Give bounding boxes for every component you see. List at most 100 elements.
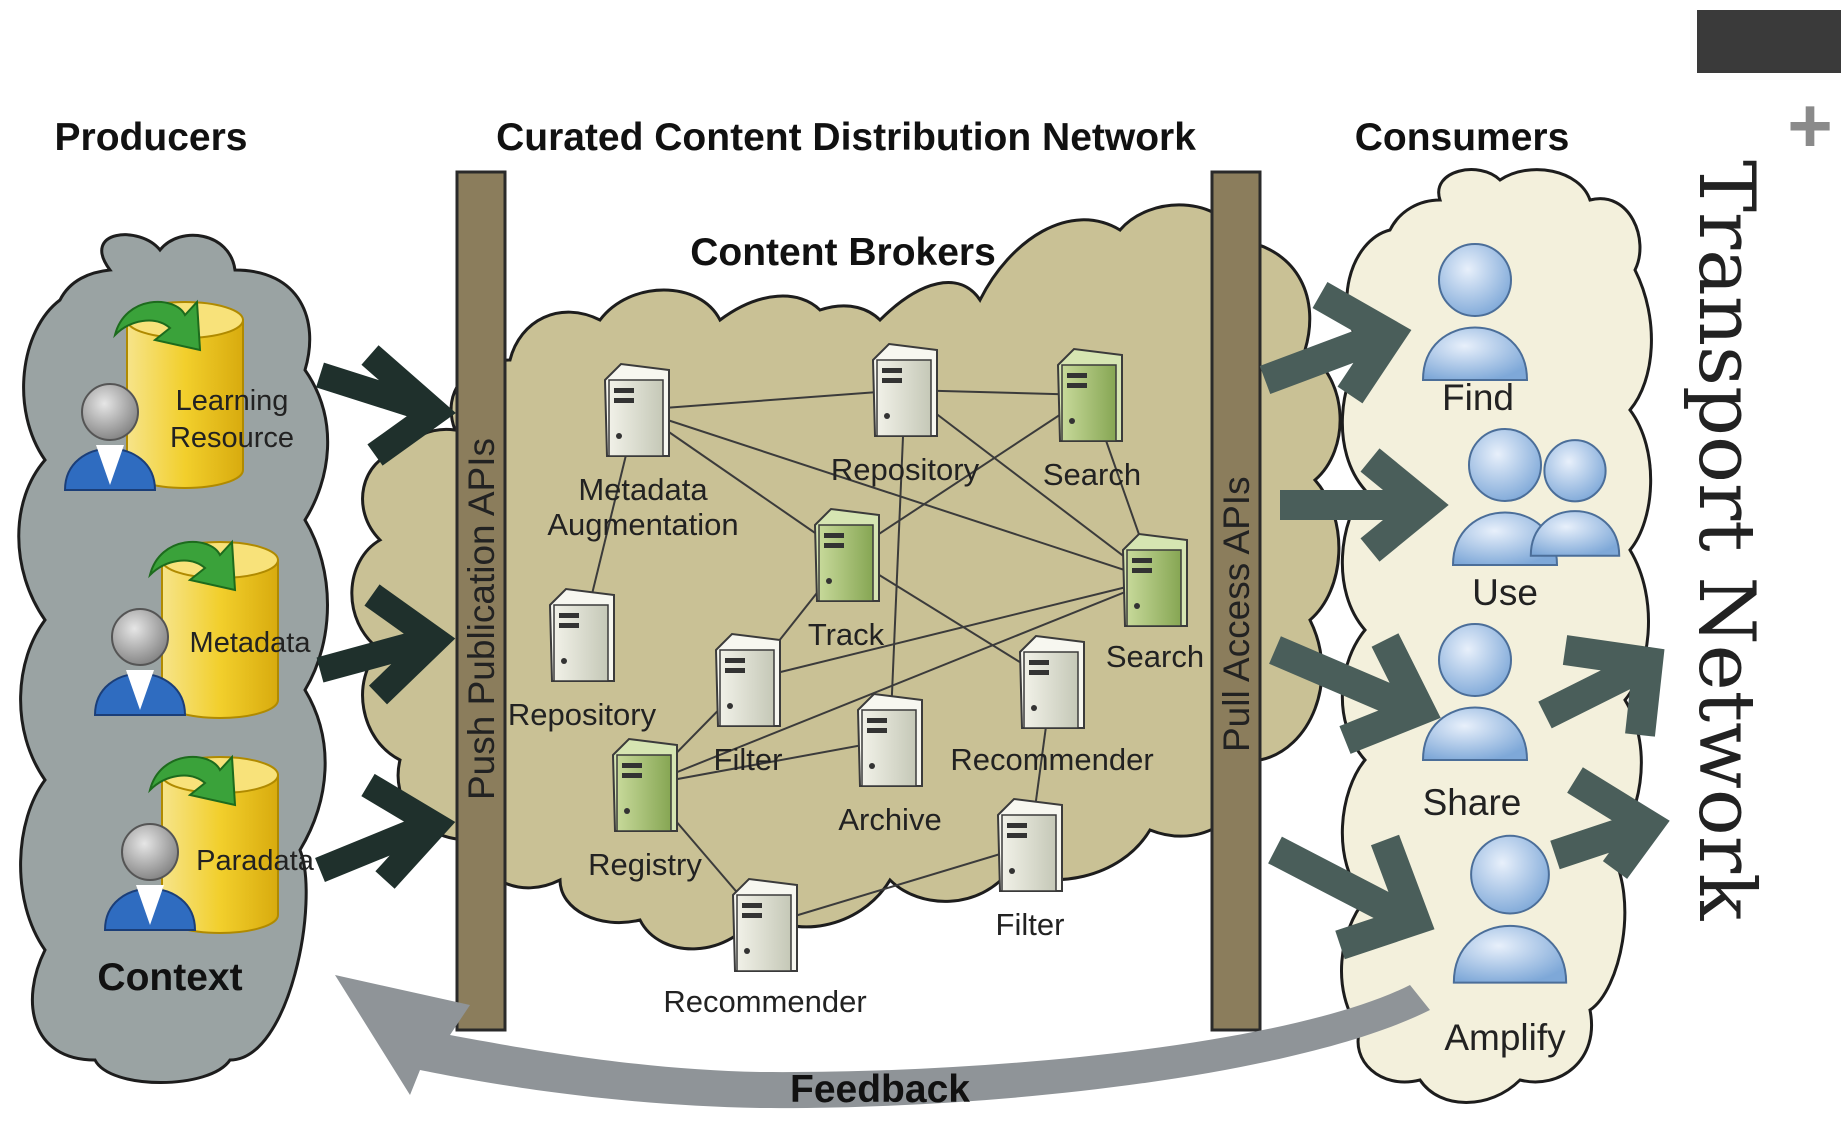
pull-arrow-amplify (1268, 834, 1435, 960)
network-link (644, 739, 891, 786)
network-link (904, 389, 1156, 581)
content-brokers-label: Content Brokers (690, 231, 996, 274)
server-slot (824, 533, 844, 538)
server-slot (1029, 670, 1049, 675)
network-link (636, 409, 848, 556)
server-slot (559, 623, 579, 628)
server-label: Search (1043, 457, 1141, 492)
server-light (884, 413, 890, 419)
server-light (624, 808, 630, 814)
producer-item: Paradata (103, 754, 315, 934)
person-icon (1529, 510, 1621, 557)
producer-person-collar (96, 445, 124, 485)
push-arrows (315, 345, 456, 889)
person-head (1468, 428, 1542, 502)
header-network: Curated Content Distribution Network (496, 116, 1196, 159)
server-light (744, 948, 750, 954)
server-light (1134, 603, 1140, 609)
consumer-amplify: Amplify (1444, 834, 1568, 1058)
network-link (846, 394, 1091, 556)
server-slot (559, 613, 579, 618)
consumer-label: Amplify (1444, 1017, 1566, 1058)
network-link (636, 389, 906, 411)
server-rec2: Recommender (663, 877, 867, 1019)
server-light (869, 763, 875, 769)
server-label: Metadata (578, 472, 708, 507)
pull-arrow-share (1269, 633, 1441, 754)
push-arrow-1 (316, 345, 456, 466)
server-label: Filter (714, 742, 783, 777)
producer-person-head (81, 383, 139, 441)
server-label: Archive (838, 802, 941, 837)
producer-person-collar (136, 885, 164, 925)
network-link (846, 554, 1053, 683)
server-light (826, 578, 832, 584)
push-arrow-3 (315, 773, 456, 889)
network-link (764, 844, 1031, 926)
server-slot (742, 913, 762, 918)
server-registry: Registry (588, 737, 702, 882)
person-head (1470, 834, 1550, 915)
server-slot (882, 368, 902, 373)
server-slot (1067, 373, 1087, 378)
producer-item: Metadata (93, 539, 311, 719)
person-head (1438, 623, 1512, 697)
server-slot (1067, 383, 1087, 388)
server-repo2: Repository (508, 587, 657, 732)
producer-label-line1: Paradata (196, 845, 315, 877)
side-block (1697, 10, 1841, 73)
server-label: Registry (588, 847, 702, 882)
server-search1: Search (1043, 347, 1141, 492)
consumer-use: Use (1451, 428, 1621, 613)
person-icon (1452, 925, 1568, 984)
push-api-bar (455, 170, 507, 1032)
server-slot (622, 773, 642, 778)
side-plus-mark: + (1787, 81, 1833, 169)
share-arrow-2 (1550, 767, 1670, 879)
server-light (1069, 418, 1075, 424)
network-link (889, 389, 906, 741)
consumer-share: Share (1421, 623, 1529, 823)
server-label: Recommender (663, 984, 866, 1019)
server-label: Repository (831, 452, 980, 487)
person-head (1438, 243, 1512, 317)
server-label: Recommender (950, 742, 1153, 777)
producer-person-head (121, 823, 179, 881)
server-filter2: Filter (996, 797, 1065, 942)
pull-arrow-find (1259, 281, 1412, 404)
server-front (719, 649, 775, 727)
green-return-arrow-icon (148, 754, 237, 807)
producer-label-line1: Learning (176, 385, 289, 417)
server-light (727, 703, 733, 709)
push-api-label: Push Publication APIs (461, 438, 502, 800)
server-track: Track (808, 507, 885, 652)
server-repo1: Repository (831, 342, 980, 487)
server-label: Filter (996, 907, 1065, 942)
network-link (644, 579, 1156, 786)
server-front (616, 754, 672, 832)
server-search2: Search (1106, 532, 1204, 674)
side-title: Transport Network (1681, 160, 1771, 921)
feedback-label: Feedback (790, 1068, 970, 1111)
server-label: Repository (508, 697, 657, 732)
person-head (1543, 439, 1607, 503)
server-archive: Archive (838, 692, 942, 837)
pull-api-label: Pull Access APIs (1216, 476, 1257, 752)
header-producers: Producers (55, 116, 248, 159)
header-consumers: Consumers (1355, 116, 1570, 159)
server-slot (867, 718, 887, 723)
producer-person-head (111, 608, 169, 666)
server-slot (725, 668, 745, 673)
server-rec1: Recommender (950, 634, 1154, 777)
pull-arrows (1259, 281, 1670, 960)
consumer-find: Find (1421, 243, 1529, 418)
server-slot (614, 398, 634, 403)
server-label: Track (808, 617, 885, 652)
server-slot (867, 728, 887, 733)
green-return-arrow-icon (113, 299, 202, 352)
server-slot (742, 903, 762, 908)
server-slot (1007, 833, 1027, 838)
